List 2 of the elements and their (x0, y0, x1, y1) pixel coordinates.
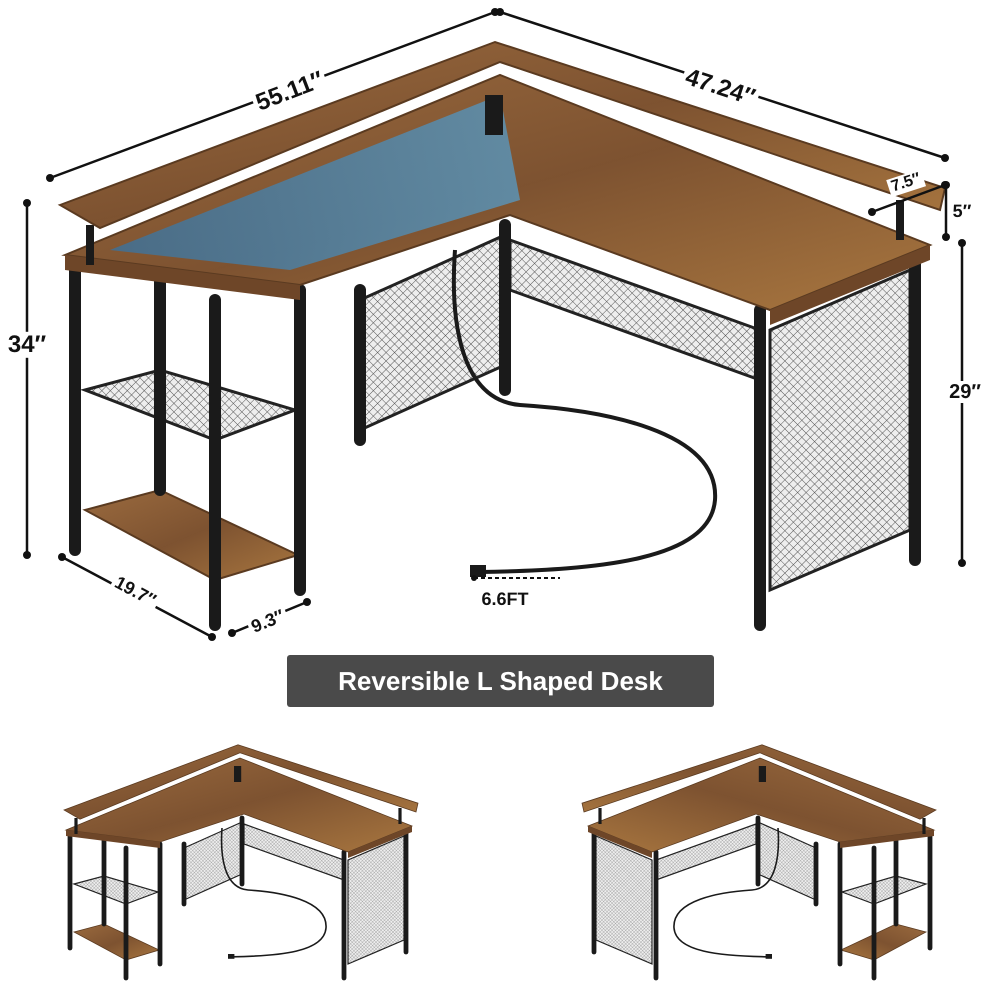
banner-text: Reversible L Shaped Desk (338, 666, 663, 696)
title-banner (287, 655, 714, 707)
